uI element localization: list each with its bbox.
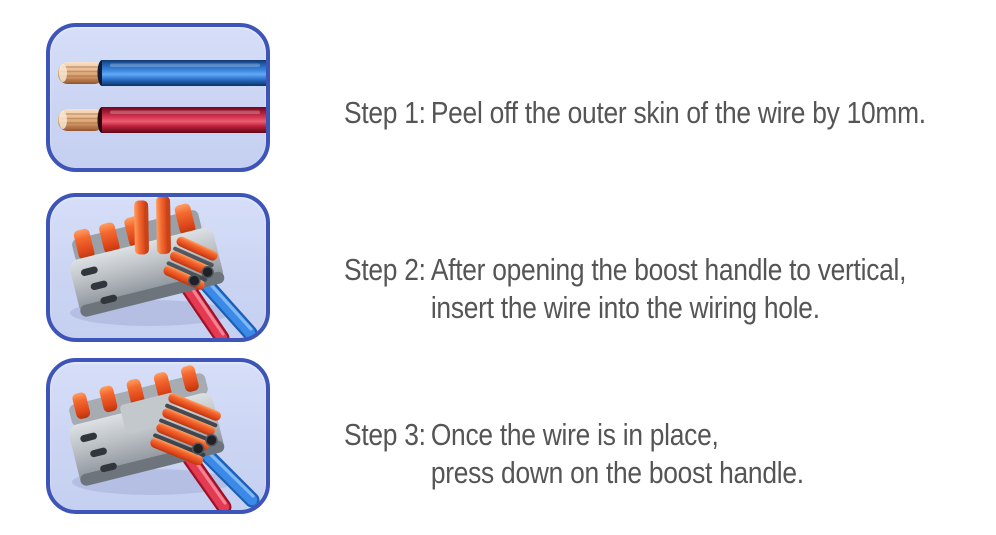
step-3-text: Once the wire is in place, press down on… bbox=[431, 416, 804, 492]
blue-wire bbox=[194, 442, 260, 508]
open-boost-handles bbox=[134, 197, 171, 255]
left-face-slots bbox=[81, 266, 118, 305]
red-wire bbox=[178, 277, 230, 338]
step-3-image-panel bbox=[46, 358, 270, 514]
blue-insulation bbox=[102, 60, 266, 86]
wiring-holes bbox=[191, 433, 218, 455]
connector-levers-open-illustration bbox=[70, 197, 258, 338]
wiring-holes bbox=[188, 265, 214, 287]
connector-levers-closed-illustration bbox=[69, 365, 260, 510]
connector-body bbox=[70, 197, 225, 317]
step-2-line-2: insert the wire into the wiring hole. bbox=[430, 290, 820, 325]
step-3-line-1: Once the wire is in place, bbox=[430, 417, 719, 452]
connector-body bbox=[69, 365, 225, 486]
step-2-image-panel bbox=[46, 193, 270, 342]
step-3: Step 3: Once the wire is in place, press… bbox=[344, 416, 804, 492]
red-insulation bbox=[102, 107, 266, 133]
stripped-wires-illustration bbox=[58, 60, 266, 133]
step-3-label: Step 3: bbox=[344, 417, 426, 452]
left-face-slots bbox=[80, 432, 117, 473]
step-1-line-1: Peel off the outer skin of the wire by 1… bbox=[430, 95, 926, 130]
body-block bbox=[70, 227, 223, 314]
step-1-text: Peel off the outer skin of the wire by 1… bbox=[431, 94, 926, 132]
step-1: Step 1: Peel off the outer skin of the w… bbox=[344, 94, 926, 132]
red-wire bbox=[58, 107, 266, 133]
blue-wire bbox=[58, 60, 266, 86]
back-lever-tabs bbox=[72, 365, 199, 419]
step-2-label: Step 2: bbox=[344, 252, 426, 287]
step-1-image-panel bbox=[46, 23, 270, 172]
step-1-label: Step 1: bbox=[344, 95, 426, 130]
step-2-line-1: After opening the boost handle to vertic… bbox=[430, 252, 907, 287]
step-2: Step 2: After opening the boost handle t… bbox=[344, 251, 906, 327]
step-3-line-2: press down on the boost handle. bbox=[430, 455, 804, 490]
step-2-text: After opening the boost handle to vertic… bbox=[430, 251, 907, 327]
